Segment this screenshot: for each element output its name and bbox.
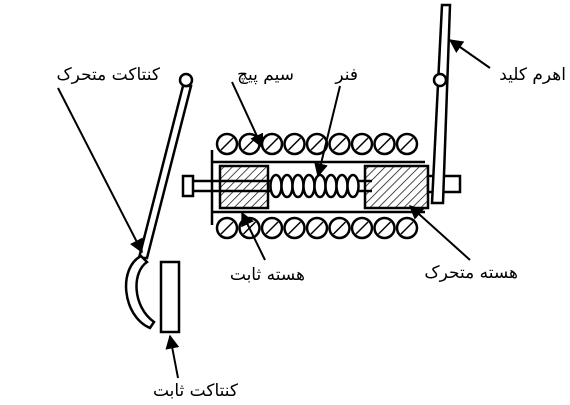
spring-turn — [313, 173, 327, 199]
coil-turn-hatch — [310, 221, 324, 235]
coil-turn-hatch — [287, 221, 302, 235]
label-fixed-core: هسته ثابت — [230, 265, 305, 285]
coil-turn-hatch — [332, 221, 347, 235]
coil-winding-top — [215, 132, 419, 156]
spring-turn — [324, 173, 338, 199]
spring — [269, 173, 360, 199]
coil-turn-hatch — [220, 137, 234, 151]
leader-arrows — [57, 39, 491, 379]
spring-turn — [269, 173, 283, 199]
spring-turn — [335, 173, 349, 199]
coil-turn-hatch — [287, 137, 302, 151]
spring-turn — [346, 173, 360, 199]
label-key-lever: اهرم کلید — [499, 65, 566, 85]
arrow-spring — [314, 85, 341, 178]
spring-turn — [302, 173, 316, 199]
coil-turn-hatch — [377, 221, 392, 235]
arrow-fixed-core — [241, 211, 266, 261]
coil-turn-hatch — [377, 137, 392, 151]
fixed-contact — [159, 260, 181, 334]
coil-turn-hatch — [220, 221, 234, 235]
spring-turn — [280, 173, 294, 199]
coil-winding-bottom — [215, 216, 419, 240]
label-spring: فنر — [334, 65, 358, 85]
fixed-core — [218, 164, 270, 210]
label-moving-core: هسته متحرک — [424, 263, 518, 283]
arrow-key-lever — [448, 39, 491, 69]
coil-turn-hatch — [265, 137, 279, 151]
key-lever — [430, 3, 452, 205]
coil-turn-hatch — [265, 221, 279, 235]
arrow-moving-core — [408, 205, 471, 261]
coil-turn-hatch — [400, 221, 414, 235]
spring-turn — [291, 173, 305, 199]
coil-turn-hatch — [310, 137, 324, 151]
label-fixed-contact: کنتاکت ثابت — [153, 381, 239, 401]
coil-turn-hatch — [355, 137, 369, 151]
label-coil-wire: سیم پیچ — [237, 65, 294, 85]
moving-contact — [124, 72, 194, 330]
coil-turn-hatch — [332, 137, 347, 151]
arrow-coil-wire — [231, 81, 264, 149]
coil-turn-hatch — [400, 137, 414, 151]
moving-core — [363, 164, 430, 210]
coil-turn-hatch — [355, 221, 369, 235]
arrow-moving-contact — [57, 87, 143, 254]
arrow-fixed-contact — [165, 334, 180, 379]
label-moving-contact: کنتاکت متحرک — [56, 65, 160, 85]
